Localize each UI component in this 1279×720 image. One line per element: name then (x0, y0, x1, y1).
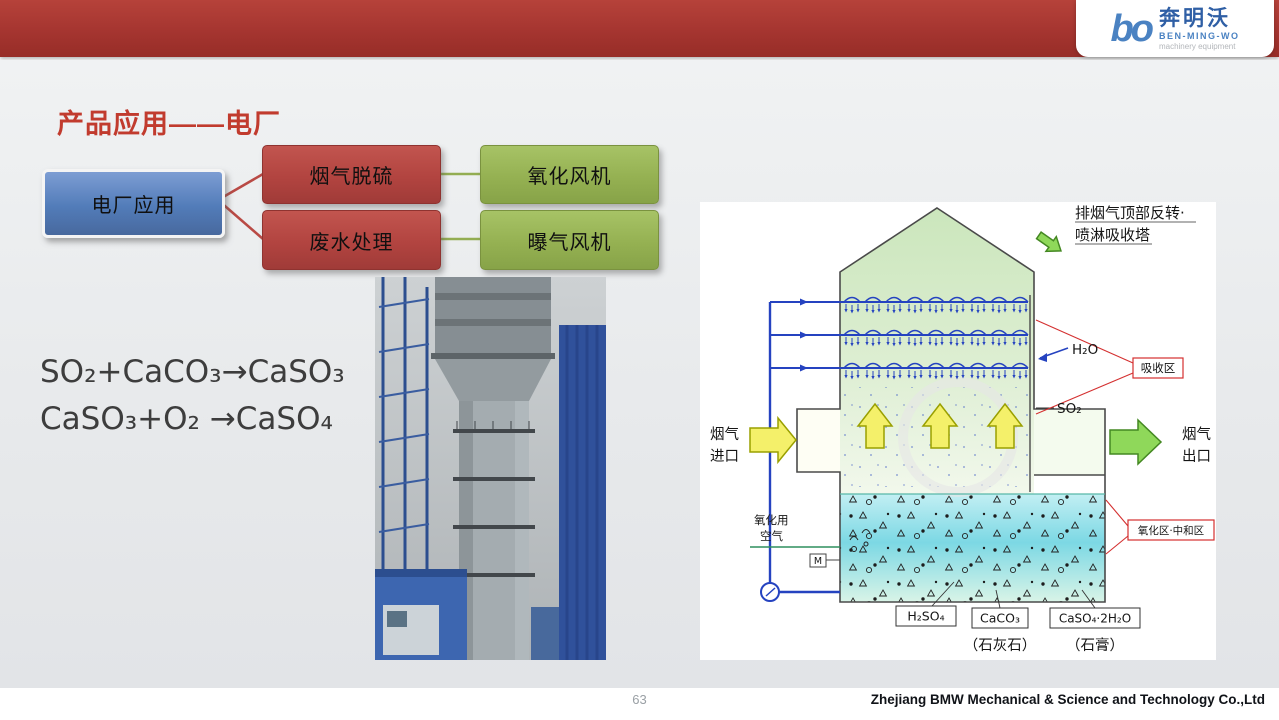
h2so4-label: H₂SO₄ (907, 609, 944, 624)
brand-text: 奔明沃 BEN-MING-WO machinery equipment (1159, 6, 1240, 52)
outlet-arrow (1109, 418, 1163, 466)
node-flue-gas-desulfurization: 烟气脱硫 (262, 145, 441, 204)
foreground-structures (375, 569, 559, 660)
flue-gas-outlet-label-2: 出口 (1182, 448, 1211, 465)
desulfurization-tower-photo (375, 277, 606, 660)
inlet-arrow (749, 415, 797, 465)
inlet-duct (797, 409, 840, 472)
brand-name-en: BEN-MING-WO (1158, 30, 1240, 41)
page-title: 产品应用——电厂 (57, 109, 281, 140)
tower-outline (796, 207, 1106, 603)
lattice-beams (378, 298, 430, 533)
company-name: Zhejiang BMW Mechanical & Science and Te… (870, 692, 1265, 707)
caco3-label: CaCO₃ (980, 611, 1020, 626)
clean-gas-arrows (1035, 231, 1163, 466)
flue-gas-inlet-label-2: 进口 (710, 448, 739, 465)
absorption-zone-label: 吸收区 (1141, 361, 1176, 375)
blue-building (559, 325, 606, 660)
oxidation-zone-leaders (1105, 499, 1129, 555)
oxidation-air-line (750, 529, 871, 568)
motor-label: M (814, 556, 822, 567)
red-connector-lines (217, 172, 264, 240)
plant-photo-drawing (375, 277, 606, 660)
diagram-title-line1: 排烟气顶部反转· (1075, 204, 1185, 222)
logo-bo-icon: bo (1110, 7, 1154, 50)
diagram-title-line2: 喷淋吸收塔 (1075, 226, 1150, 244)
top-reversal-arrow (1035, 231, 1062, 253)
steel-lattice (381, 277, 429, 589)
page-number: 63 (632, 692, 647, 707)
header-bar: bo 奔明沃 BEN-MING-WO machinery equipment (0, 0, 1279, 57)
green-connector-lines (438, 172, 481, 241)
oxidation-air-label-2: 空气 (760, 529, 783, 543)
brand-name-cn: 奔明沃 (1158, 6, 1231, 30)
equation-line-2: CaSO₃+O₂ →CaSO₄ (40, 401, 333, 437)
node-power-plant-application: 电厂应用 (42, 169, 225, 238)
so2-label: SO₂ (1057, 401, 1082, 417)
oxidation-air-label-1: 氧化用 (754, 513, 789, 527)
absorber-diagram: 排烟气顶部反转· 喷淋吸收塔 H₂O SO₂ 吸收区 氧化区·中和区 烟气 进口… (710, 204, 1215, 654)
brand-tagline: machinery equipment (1158, 41, 1236, 51)
absorption-zone-leaders (1035, 319, 1134, 415)
logo: bo 奔明沃 BEN-MING-WO machinery equipment (1076, 0, 1274, 57)
outlet-duct (1034, 409, 1105, 475)
node-oxidation-fan: 氧化风机 (480, 145, 659, 204)
product-labels (895, 581, 1141, 629)
node-wastewater-treatment: 废水处理 (262, 210, 441, 270)
flue-gas-outlet-label-1: 烟气 (1182, 426, 1211, 443)
node-aeration-fan: 曝气风机 (480, 210, 659, 270)
absorber-schematic-panel: 排烟气顶部反转· 喷淋吸收塔 H₂O SO₂ 吸收区 氧化区·中和区 烟气 进口… (700, 202, 1216, 660)
equation-line-1: SO₂+CaCO₃→CaSO₃ (40, 354, 345, 390)
h2o-label: H₂O (1072, 342, 1098, 358)
gas-up-arrows (749, 402, 1024, 465)
gypsum-label: （石膏） (1066, 637, 1124, 654)
slurry-particles (840, 494, 1105, 602)
oxidation-zone-label: 氧化区·中和区 (1138, 524, 1204, 537)
chemical-equations: SO₂+CaCO₃→CaSO₃ CaSO₃+O₂ →CaSO₄ (40, 349, 345, 443)
gypsum-formula-label: CaSO₄·2H₂O (1059, 612, 1131, 626)
limestone-label: （石灰石） (964, 637, 1037, 654)
flue-gas-inlet-label-1: 烟气 (710, 426, 739, 443)
footer: 63 Zhejiang BMW Mechanical & Science and… (0, 688, 1279, 720)
flowchart-connectors (217, 172, 481, 241)
